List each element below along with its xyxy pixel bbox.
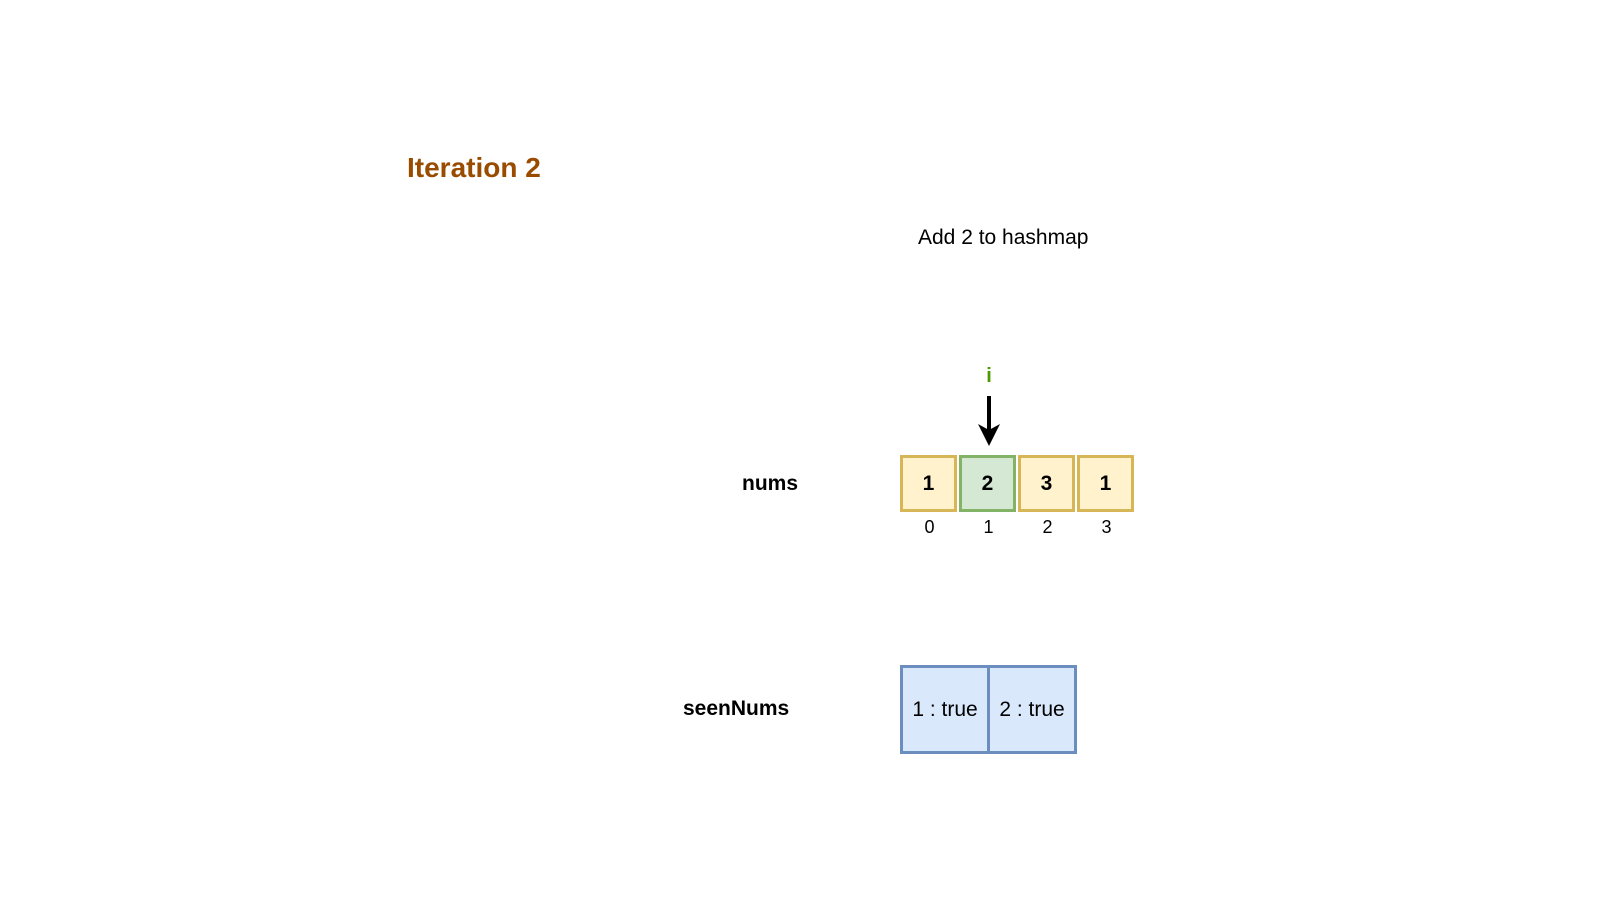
- down-arrow-icon: [978, 396, 1000, 446]
- seennums-label: seenNums: [683, 697, 790, 720]
- step-caption: Add 2 to hashmap: [918, 226, 1089, 249]
- nums-label: nums: [742, 472, 799, 495]
- array-index: 1: [983, 517, 994, 537]
- iteration-title: Iteration 2: [407, 152, 541, 183]
- array-cell: 1: [900, 455, 957, 512]
- hashmap-entry: 2 : true: [987, 665, 1077, 754]
- array-index: 0: [924, 517, 935, 537]
- hashmap-entry: 1 : true: [900, 665, 990, 754]
- array-cell: 3: [1018, 455, 1075, 512]
- array-cell-active: 2: [959, 455, 1016, 512]
- pointer-label: i: [986, 365, 992, 387]
- array-index: 3: [1101, 517, 1112, 537]
- array-cell: 1: [1077, 455, 1134, 512]
- array-index: 2: [1042, 517, 1053, 537]
